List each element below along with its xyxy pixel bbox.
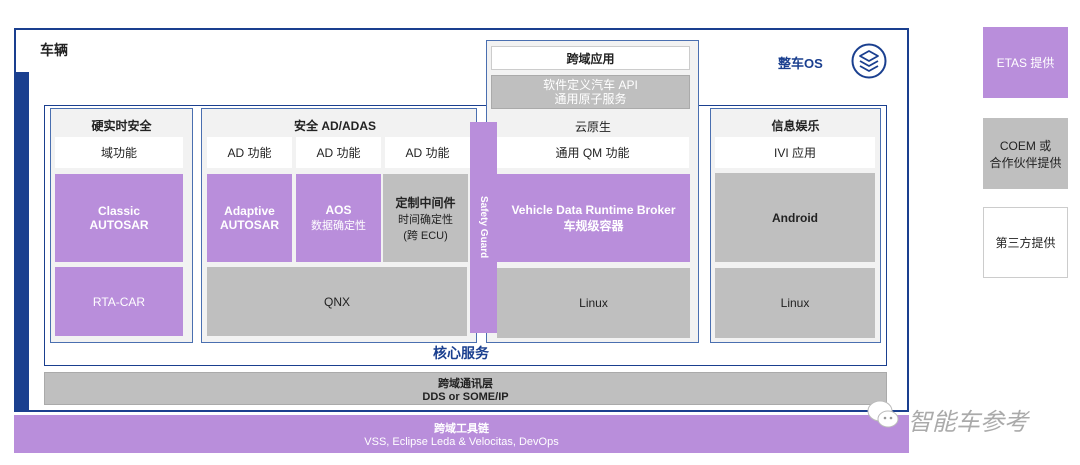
cloud-native-title: 云原生 (574, 119, 611, 134)
layers-icon (851, 43, 887, 79)
comm-title: 跨域通讯层 (438, 377, 493, 390)
api-line-2: 通用原子服务 (554, 92, 627, 106)
vehicle-box (14, 28, 909, 412)
linux-cell: Linux (715, 268, 875, 338)
vehicle-label: 车辆 (40, 42, 68, 58)
coem-line-2: 合作伙伴提供 (989, 155, 1062, 170)
core-services-label: 核心服务 (433, 345, 489, 361)
legend-coem: COEM 或合作伙伴提供 (983, 118, 1068, 189)
ad-function-cell: AD 功能 (207, 137, 292, 168)
domain-function-cell: 域功能 (55, 137, 183, 168)
toolchain-title: 跨域工具链 (434, 423, 489, 435)
classic-line-2: AUTOSAR (89, 218, 149, 232)
legend-etas: ETAS 提供 (983, 27, 1068, 98)
api-line-1: 软件定义汽车 API (543, 78, 638, 92)
vehicle-top-left-border (14, 28, 16, 72)
broker-line-2: 车规级容器 (563, 218, 624, 233)
safety-guard-bar: Safety Guard (470, 122, 497, 333)
broker-line-1: Vehicle Data Runtime Broker (511, 202, 676, 217)
infotainment-title: 信息娱乐 (771, 118, 820, 133)
safety-guard-label: Safety Guard (478, 196, 489, 259)
cross-domain-app-cell: 跨域应用 (491, 46, 690, 70)
aos-line-2: 数据确定性 (311, 220, 366, 232)
watermark-text: 智能车参考 (908, 409, 1028, 436)
qm-function-cell: 通用 QM 功能 (496, 137, 689, 168)
comm-subtitle: DDS or SOME/IP (422, 390, 509, 403)
adaptive-line-1: Adaptive (224, 204, 275, 218)
aos-line-1: AOS (325, 203, 352, 217)
toolchain-subtitle: VSS, Eclipse Leda & Velocitas, DevOps (364, 436, 559, 448)
ad-function-cell: AD 功能 (385, 137, 470, 168)
adaptive-line-2: AUTOSAR (219, 218, 280, 232)
custom-line-1: 定制中间件 (395, 195, 456, 210)
aos-cell: AOS 数据确定性 (296, 174, 381, 262)
safety-adas-title: 安全 AD/ADAS (293, 118, 376, 133)
hard-realtime-title: 硬实时安全 (91, 118, 152, 133)
coem-line-1: COEM 或 (999, 138, 1052, 153)
core-services-box (44, 105, 887, 366)
classic-line-1: Classic (97, 204, 141, 218)
wechat-icon (866, 398, 902, 432)
custom-line-2: 时间确定性 (398, 213, 453, 226)
rta-car-cell: RTA-CAR (55, 267, 183, 336)
android-cell: Android (715, 173, 875, 262)
vehicle-left-bar (14, 72, 29, 412)
vehicle-os-label: 整车OS (778, 56, 823, 71)
ad-function-cell: AD 功能 (296, 137, 381, 168)
custom-line-3: (跨 ECU) (403, 229, 448, 242)
qnx-cell: QNX (207, 267, 467, 336)
legend-third-party: 第三方提供 (983, 207, 1068, 278)
custom-middleware-cell: 定制中间件时间确定性 (跨 ECU) (383, 174, 468, 262)
ivi-app-cell: IVI 应用 (715, 137, 875, 168)
linux-cell: Linux (497, 268, 690, 338)
